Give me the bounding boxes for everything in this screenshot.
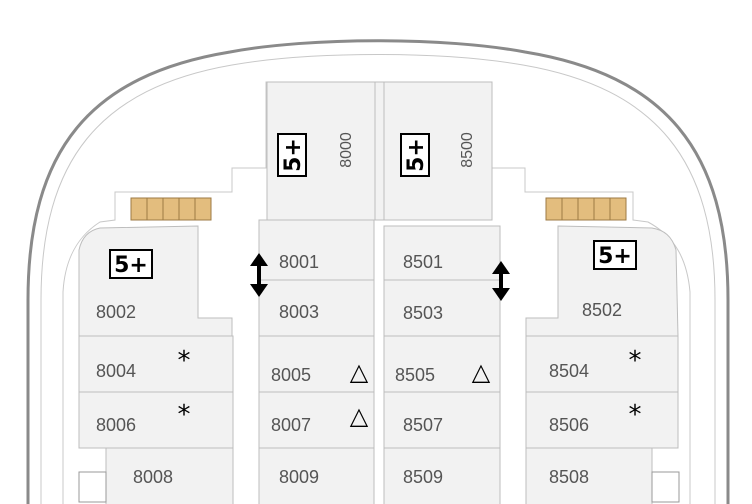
asterisk-icon: *: [629, 346, 642, 376]
svg-text:5+: 5+: [114, 253, 148, 278]
cabin-label-8007: 8007: [271, 415, 311, 435]
cabin-8004[interactable]: [78, 335, 234, 393]
cabin-8009[interactable]: [258, 447, 375, 504]
cabin-label-8507: 8507: [403, 415, 443, 435]
cabin-8005[interactable]: [258, 335, 375, 393]
cabin-8505[interactable]: [383, 335, 501, 393]
cabin-label-8509: 8509: [403, 467, 443, 487]
utility-box-left: [78, 471, 107, 503]
cabin-label-8506: 8506: [549, 415, 589, 435]
balcony-port: [130, 197, 212, 221]
cabin-label-8000: 8000: [338, 132, 355, 168]
asterisk-icon: *: [178, 400, 191, 430]
cabin-label-8004: 8004: [96, 361, 136, 381]
cabin-label-8503: 8503: [403, 303, 443, 323]
triangle-icon: △: [472, 358, 491, 386]
cabin-label-8502: 8502: [582, 300, 622, 320]
balcony-starboard: [545, 197, 627, 221]
cabin-label-8003: 8003: [279, 302, 319, 322]
hull-inner: [40, 54, 716, 504]
cabin-8006[interactable]: [78, 391, 234, 449]
connecting-arrow-icon: [250, 253, 268, 297]
cabin-label-8500: 8500: [459, 132, 476, 168]
cabin-8502[interactable]: [525, 225, 679, 337]
cabin-label-8508: 8508: [549, 467, 589, 487]
utility-box-right: [651, 471, 680, 503]
corridor-top-gap: [374, 81, 385, 221]
cabin-label-8009: 8009: [279, 467, 319, 487]
asterisk-icon: *: [629, 400, 642, 430]
cabin-8507[interactable]: [383, 391, 501, 449]
cabin-label-8005: 8005: [271, 365, 311, 385]
triangle-icon: △: [350, 402, 369, 430]
asterisk-icon: *: [178, 346, 191, 376]
cabin-label-8006: 8006: [96, 415, 136, 435]
hull-outer: [26, 39, 730, 504]
svg-text:5+: 5+: [598, 244, 632, 269]
occupancy-badge-8500: 5+: [400, 133, 430, 177]
triangle-icon: △: [350, 358, 369, 386]
occupancy-badge-8002: 5+: [109, 249, 153, 279]
occupancy-badge-8000: 5+: [277, 133, 307, 177]
cabin-label-8008: 8008: [133, 467, 173, 487]
cabin-8001[interactable]: [258, 219, 375, 281]
cabin-8501[interactable]: [383, 225, 501, 281]
cabin-label-8501: 8501: [403, 252, 443, 272]
cabin-label-8002: 8002: [96, 302, 136, 322]
cabin-8508[interactable]: [525, 447, 653, 504]
cabin-label-8001: 8001: [279, 252, 319, 272]
svg-text:5+: 5+: [404, 138, 429, 172]
cabin-label-8505: 8505: [395, 365, 435, 385]
cabin-8506[interactable]: [525, 391, 679, 449]
connecting-arrow-icon: [492, 261, 510, 301]
svg-text:5+: 5+: [281, 138, 306, 172]
cabin-8509[interactable]: [383, 447, 501, 504]
cabin-8503[interactable]: [383, 279, 501, 337]
cabin-label-8504: 8504: [549, 361, 589, 381]
occupancy-badge-8502: 5+: [593, 240, 637, 270]
cabin-8003[interactable]: [258, 279, 375, 337]
cabin-8007[interactable]: [258, 391, 375, 449]
cabin-8504[interactable]: [525, 335, 679, 393]
